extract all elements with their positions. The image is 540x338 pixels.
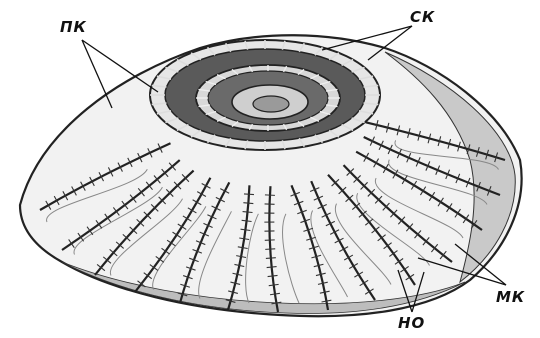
- label-no: НО: [398, 314, 425, 332]
- label-mk: МК: [496, 288, 525, 306]
- suture-tooth: [244, 194, 254, 195]
- label-pk: ПК: [60, 18, 87, 36]
- spiral-apex: [150, 40, 380, 150]
- apex-center: [253, 96, 289, 112]
- suture-tooth: [266, 258, 276, 259]
- label-sk: СК: [410, 8, 435, 26]
- suture-tooth: [265, 249, 275, 250]
